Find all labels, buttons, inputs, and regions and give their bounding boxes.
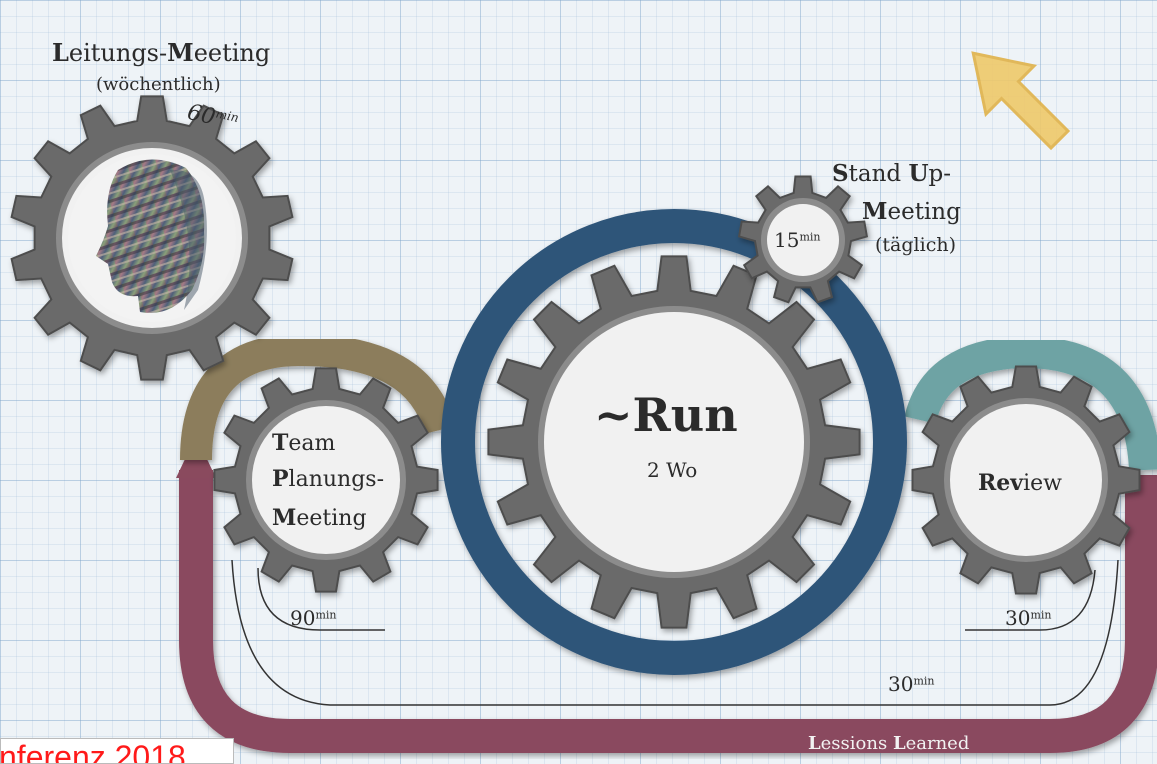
leitung-meeting-title: Leitungs-Meeting: [52, 38, 270, 67]
run-gear: [487, 255, 861, 629]
review-duration-unit: min: [1030, 608, 1052, 622]
team-title-line-3: Meeting: [272, 505, 367, 531]
review-arc: [904, 335, 1157, 471]
leitung-title-part-1: eitungs-: [68, 39, 168, 67]
team-initial-t: T: [272, 430, 289, 456]
leitung-title-initial-2: M: [167, 38, 194, 67]
team-title-line-2: Planungs-: [272, 466, 384, 492]
leitung-duration-unit: min: [214, 106, 241, 126]
lessons-learned-arc: [179, 470, 1157, 753]
lessons-part-2: earned: [905, 733, 970, 754]
review-rest-part: iew: [1023, 471, 1062, 496]
review-gear: [911, 365, 1141, 595]
leitung-title-part-2: eeting: [193, 39, 271, 67]
team-part-3: eeting: [296, 506, 367, 531]
run-subtitle: 2 Wo: [647, 458, 698, 482]
standup-frequency: (täglich): [875, 234, 956, 256]
standup-gear: [737, 175, 869, 304]
gear-team-face: [252, 406, 400, 554]
standup-duration-value: 15: [774, 228, 800, 252]
standup-part-1: tand: [848, 161, 909, 187]
leitung-title-initial-1: L: [52, 38, 69, 67]
team-part-1: eam: [288, 431, 336, 456]
gear-standup-face: [767, 204, 839, 276]
run-ring: [441, 209, 907, 675]
review-title: Review: [978, 470, 1062, 496]
lessons-duration-unit: min: [913, 674, 935, 688]
gear-run-face: [544, 312, 804, 572]
standup-duration: 15min: [774, 228, 821, 252]
standup-initial-m: M: [862, 198, 888, 225]
arrow-icon: [971, 51, 1071, 151]
standup-title-line-2: Meeting: [862, 198, 961, 225]
lessons-part-1: essions: [820, 733, 893, 754]
team-gear: [213, 367, 439, 593]
gear-review-face: [950, 404, 1102, 556]
review-duration-value: 30: [1005, 606, 1031, 630]
review-duration: 30min: [1005, 606, 1052, 630]
planning-arc: [180, 333, 456, 461]
standup-part-2: p-: [928, 161, 952, 187]
standup-title-line-1: Stand Up-: [832, 160, 951, 187]
review-bold-part: Rev: [978, 470, 1024, 496]
team-initial-p: P: [272, 466, 289, 492]
lessons-learned-label: Lessions Learned: [808, 733, 969, 754]
team-initial-m: M: [272, 505, 297, 531]
team-part-2: lanungs-: [288, 467, 385, 492]
standup-duration-unit: min: [799, 230, 821, 244]
lessons-initial-2: L: [892, 733, 906, 754]
lessons-duration-value: 30: [888, 672, 914, 696]
run-title: ~Run: [594, 388, 738, 442]
review-duration-bracket: [965, 569, 1096, 631]
head-icon: [68, 154, 236, 322]
team-title-line-1: Team: [272, 430, 335, 456]
lessons-duration-bracket: [231, 559, 1119, 706]
standup-initial-s: S: [832, 160, 849, 187]
team-duration: 90min: [290, 606, 337, 630]
conference-banner: nferenz 2018: [0, 738, 234, 764]
leitung-frequency: (wöchentlich): [96, 74, 221, 95]
lessons-initial-1: L: [808, 733, 821, 754]
team-duration-bracket: [257, 567, 385, 631]
team-duration-value: 90: [290, 606, 316, 630]
standup-initial-u: U: [908, 160, 929, 187]
team-duration-unit: min: [315, 608, 337, 622]
lessons-duration: 30min: [888, 672, 935, 696]
standup-part-3: eeting: [887, 199, 961, 225]
conference-label: nferenz 2018: [0, 739, 186, 764]
